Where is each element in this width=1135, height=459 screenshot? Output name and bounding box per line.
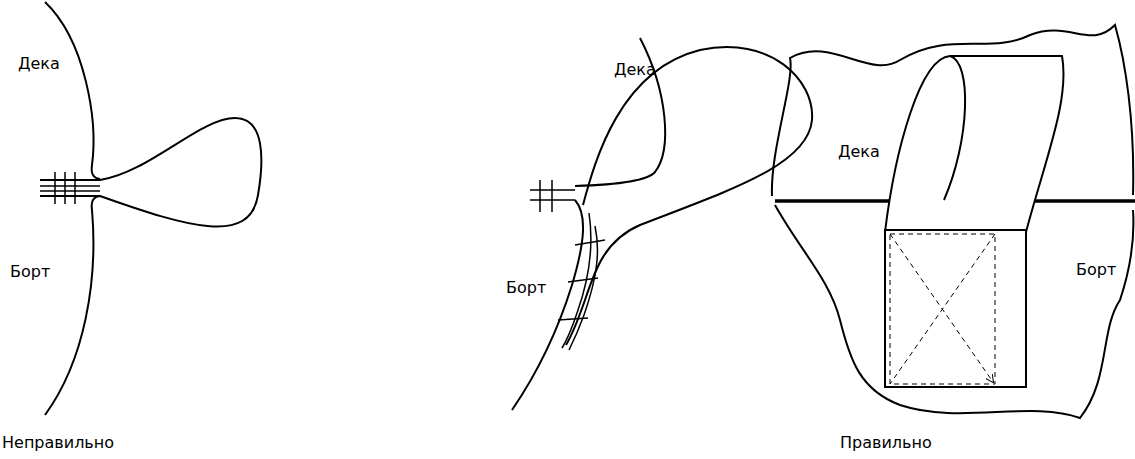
- deck-label: Дека: [18, 54, 60, 73]
- verdict-label: Правильно: [840, 433, 932, 452]
- verdict-label: Неправильно: [2, 433, 114, 452]
- deck-label: Дека: [614, 60, 656, 79]
- side-label: Борт: [1076, 260, 1116, 279]
- side-label: Борт: [10, 262, 50, 281]
- wrong-seam: [40, 2, 261, 415]
- side-label: Борт: [506, 278, 546, 297]
- correct-seam: [772, 25, 1135, 418]
- wrong-seam-folded: [512, 38, 812, 410]
- deck-label: Дека: [836, 142, 882, 161]
